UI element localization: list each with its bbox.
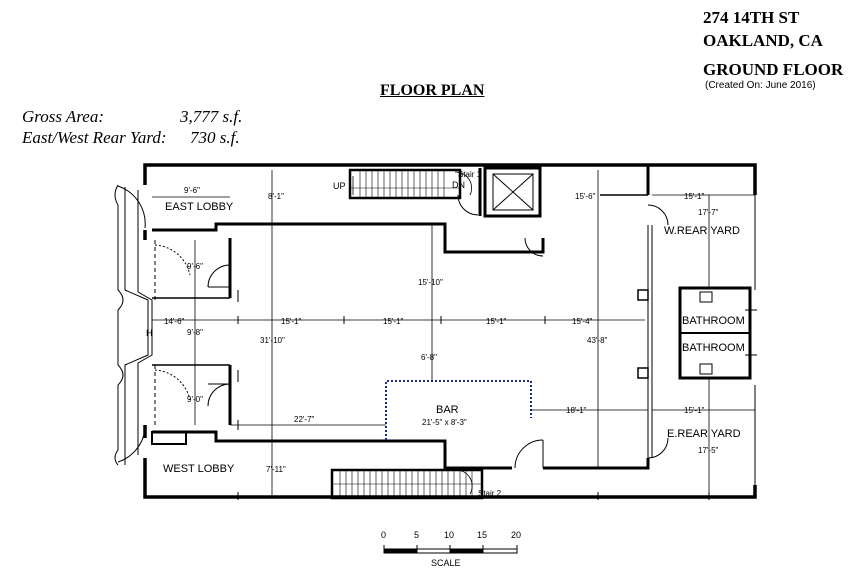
stair-2 xyxy=(330,468,484,500)
dimension-lines xyxy=(152,170,755,495)
dim-top-right: 15'-6" xyxy=(575,192,596,201)
dim-seg-4: 15'-4" xyxy=(572,317,593,326)
dim-bar-gap: 6'-8" xyxy=(421,353,437,362)
dim-east-lobby-depth: 8'-1" xyxy=(268,192,284,201)
scale-tick-10: 10 xyxy=(444,530,454,540)
scale-tick-15: 15 xyxy=(477,530,487,540)
address-line-1: 274 14TH ST xyxy=(703,8,800,27)
bathrooms xyxy=(678,286,757,380)
bar-size-label: 21'-5" x 8'-3" xyxy=(422,418,467,427)
rear-yard-value: 730 s.f. xyxy=(190,128,240,147)
door-swings xyxy=(207,194,669,469)
address-line-2: OAKLAND, CA xyxy=(703,31,823,50)
dimension-ticks xyxy=(237,290,710,500)
h-mark: H xyxy=(146,328,153,338)
dim-w-yard-width: 15'-1" xyxy=(684,192,705,201)
scale-tick-5: 5 xyxy=(414,530,419,540)
w-rear-yard-label: W.REAR YARD xyxy=(664,225,740,237)
stair-1 xyxy=(348,168,473,200)
bathroom-1-label: BATHROOM xyxy=(682,315,745,327)
created-date: (Created On: June 2016) xyxy=(705,80,816,91)
stair-2-label: Stair 2 xyxy=(478,489,502,498)
scale-label: SCALE xyxy=(431,558,461,568)
dim-w-yard-depth: 17'-7" xyxy=(698,208,719,217)
dim-east-lobby-width: 9'-6" xyxy=(184,186,200,195)
scale-bar: 0 5 10 15 20 SCALE xyxy=(381,530,521,568)
rear-yard-walls xyxy=(637,195,758,485)
bar-label: BAR xyxy=(436,404,459,416)
elevator-shaft xyxy=(478,166,542,218)
dim-seg-3: 15'-1" xyxy=(486,317,507,326)
outer-walls xyxy=(143,163,757,499)
dim-lower-left: 22'-7" xyxy=(294,415,315,424)
stair-up-label: UP xyxy=(333,181,346,191)
scale-tick-20: 20 xyxy=(511,530,521,540)
dim-west-lobby-depth: 7'-11" xyxy=(266,465,286,474)
dim-total-depth: 31'-10" xyxy=(260,336,285,345)
stair-dn-label: DN xyxy=(452,180,465,190)
gross-area-label: Gross Area: xyxy=(22,107,105,126)
dim-right-depth: 43'-8" xyxy=(587,336,608,345)
e-rear-yard-label: E.REAR YARD xyxy=(667,428,741,440)
scale-tick-0: 0 xyxy=(381,530,386,540)
core-walls xyxy=(152,165,650,470)
stair-1-label: Stair 1 xyxy=(458,170,482,179)
rear-yard-label: East/West Rear Yard: xyxy=(22,128,167,147)
dim-e-yard-width: 15'-1" xyxy=(684,406,705,415)
dim-left-mid: 9'-8" xyxy=(187,328,203,337)
dim-bar-right: 18'-1" xyxy=(566,406,587,415)
west-lobby-label: WEST LOBBY xyxy=(163,463,235,475)
dim-left-width: 14'-6" xyxy=(164,317,185,326)
dim-left-lower: 9'-0" xyxy=(187,395,203,404)
bar-outline xyxy=(385,380,532,440)
dim-seg-2: 15'-1" xyxy=(383,317,404,326)
floor-label: GROUND FLOOR xyxy=(703,60,844,79)
dim-upper-bay: 15'-10" xyxy=(418,278,443,287)
storefront xyxy=(114,184,191,466)
gross-area-value: 3,777 s.f. xyxy=(180,107,243,126)
dim-seg-1: 15'-1" xyxy=(281,317,302,326)
bathroom-2-label: BATHROOM xyxy=(682,342,745,354)
dim-e-yard-depth: 17'-5" xyxy=(698,446,719,455)
east-lobby-label: EAST LOBBY xyxy=(165,201,234,213)
dim-left-upper: 9'-6" xyxy=(187,262,203,271)
plan-title: FLOOR PLAN xyxy=(380,82,485,99)
